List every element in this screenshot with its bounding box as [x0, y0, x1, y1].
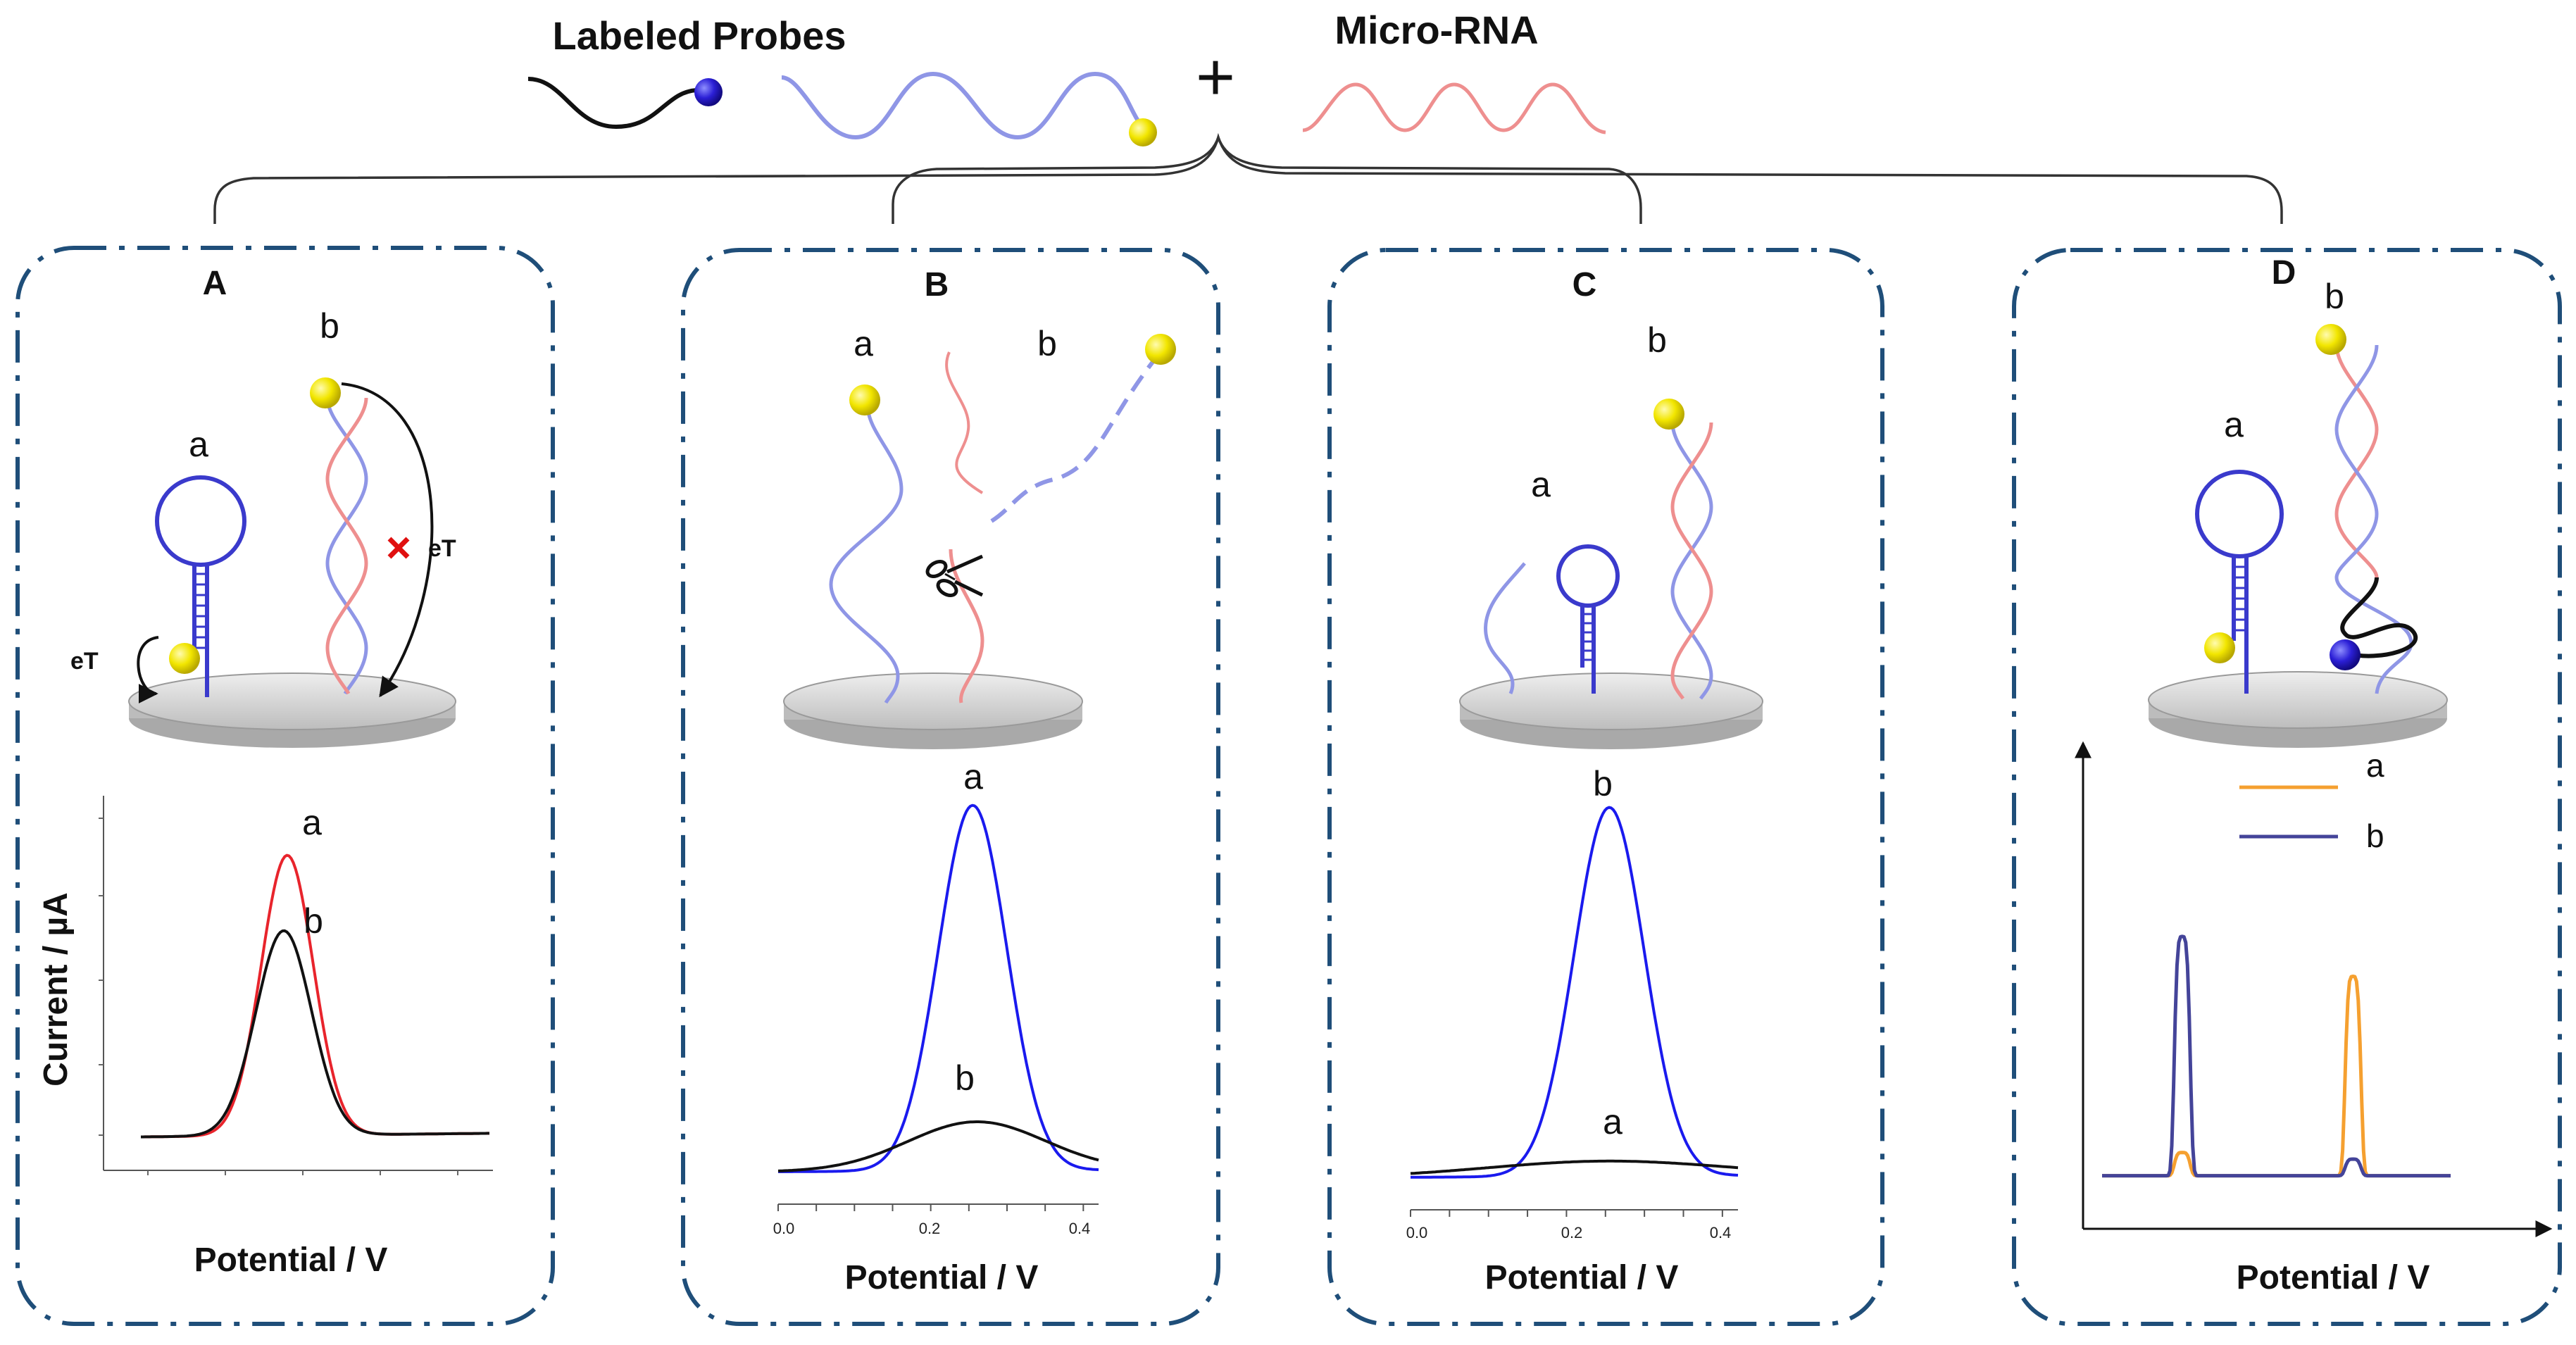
voltammogram-b: 0.0 0.2 0.4 a b Potential / V [773, 757, 1099, 1296]
panel-b: B a b 0.0 0.2 0.4 a b [681, 248, 1220, 1326]
curve-label-a: a [963, 757, 983, 796]
panel-c: C a b 0.0 0.2 0.4 [1327, 248, 1884, 1326]
cleaved-probe-fragment [990, 358, 1157, 523]
outer-brace [213, 132, 2283, 224]
micro-rna-title: Micro-RNA [1334, 8, 1538, 52]
x-tick: 0.0 [1406, 1224, 1428, 1241]
x-tick: 0.4 [1710, 1224, 1732, 1241]
panel-border [681, 248, 1220, 1326]
x-axis-title: Potential / V [1485, 1259, 1679, 1296]
curve-b [2102, 934, 2451, 1178]
yellow-label-duplex [1653, 399, 1684, 430]
yellow-label-duplex [2315, 324, 2346, 355]
electrode-disk [1459, 672, 1763, 730]
voltammogram-d: a b Potential / V [2075, 741, 2553, 1296]
curve-b [777, 1120, 1099, 1172]
bound-rna-stub [949, 549, 984, 703]
probe-label-a: a [2224, 405, 2244, 444]
x-tick: 0.0 [773, 1220, 795, 1237]
curve-a [1410, 1159, 1739, 1175]
blue-redox-label [694, 78, 723, 106]
eT-label-duplex: eT [428, 535, 456, 562]
hairpin-probe [2195, 470, 2284, 694]
scissors-icon [925, 554, 984, 597]
x-axis-title: Potential / V [2237, 1259, 2430, 1296]
yellow-label-duplex [310, 377, 341, 408]
labeled-probes-title: Labeled Probes [552, 13, 846, 58]
y-axis-title: Current / µA [37, 892, 75, 1087]
released-rna [945, 351, 984, 494]
probe-label-b: b [1037, 324, 1057, 363]
free-blue-strand [1484, 562, 1526, 694]
legend: a b [2239, 747, 2384, 854]
inner-brace [892, 133, 1642, 224]
probe-label-b: b [320, 306, 339, 346]
yellow-label-hairpin [2204, 632, 2235, 663]
electrode-disk [128, 672, 456, 730]
panel-border [15, 246, 555, 1326]
probe-label-a: a [1531, 465, 1551, 504]
x-tick: 0.4 [1069, 1220, 1091, 1237]
probe-label-a: a [854, 324, 873, 363]
duplex-probe [325, 397, 368, 695]
curve-label-a: a [1603, 1102, 1622, 1141]
probe-label-a: a [189, 425, 208, 464]
panel-letter: D [2272, 254, 2296, 292]
plus-sign: + [1196, 39, 1235, 115]
probe-label-b: b [1647, 320, 1667, 360]
yellow-label-probe-a [849, 384, 880, 415]
x-axis-title: Potential / V [194, 1241, 388, 1279]
blocked-eT-arrow [341, 382, 434, 698]
intact-probe [829, 404, 904, 704]
curve-b [141, 929, 489, 1139]
panel-letter: A [203, 265, 227, 302]
yellow-label-hairpin [169, 643, 200, 674]
panel-letter: B [925, 266, 949, 304]
legend-label-b: b [2366, 818, 2384, 854]
electrode-disk [783, 672, 1083, 730]
eT-label-hairpin: eT [70, 648, 99, 675]
panel-a: A a b eT [15, 246, 555, 1326]
curve-label-a: a [302, 803, 322, 842]
blue-probe-strand [781, 71, 1149, 140]
blocked-cross [387, 537, 410, 559]
panel-d: D b a [2012, 248, 2562, 1326]
curve-b [1411, 806, 1739, 1179]
voltammogram-a: a b Current / µA Potential / V [37, 796, 493, 1279]
electrode-disk [2148, 671, 2448, 729]
curve-a [778, 803, 1099, 1173]
panel-border [2012, 248, 2562, 1326]
voltammogram-c: 0.0 0.2 0.4 b a Potential / V [1406, 764, 1739, 1296]
probe-label-b: b [2325, 277, 2344, 316]
micro-rna-strand [1302, 82, 1606, 134]
curve-label-b: b [955, 1058, 975, 1098]
duplex-probe [1670, 422, 1713, 700]
x-axis-title: Potential / V [845, 1259, 1039, 1296]
curve-a [141, 853, 489, 1139]
black-probe-strand [527, 77, 698, 130]
eT-arrow-hairpin [137, 636, 159, 703]
duplex-probe [2334, 344, 2418, 694]
x-tick: 0.2 [919, 1220, 941, 1237]
curve-label-b: b [304, 901, 323, 941]
yellow-redox-label [1129, 118, 1157, 146]
panel-letter: C [1573, 266, 1597, 304]
curve-a [2102, 974, 2451, 1178]
hairpin-probe [1556, 544, 1620, 694]
curve-label-b: b [1593, 764, 1613, 803]
yellow-label-cleaved [1145, 334, 1176, 365]
x-tick: 0.2 [1561, 1224, 1583, 1241]
blue-label-duplex [2330, 639, 2361, 670]
panel-border [1327, 248, 1884, 1326]
legend-label-a: a [2366, 747, 2384, 784]
header: Labeled Probes + Micro-RNA [213, 8, 2283, 224]
